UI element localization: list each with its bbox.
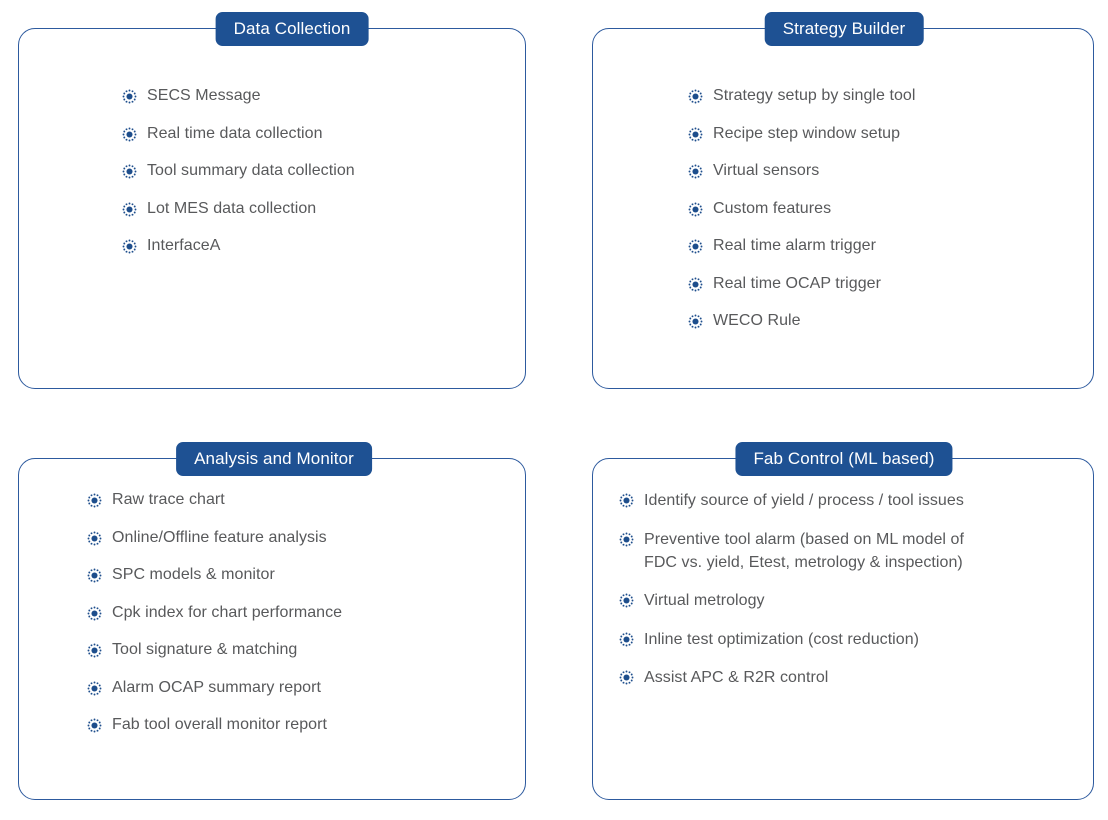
list-item-label: Alarm OCAP summary report [112, 678, 321, 696]
list-item-label: Custom features [713, 199, 832, 217]
list-item: SPC models & monitor [87, 564, 511, 586]
panel-title-analysis-and-monitor: Analysis and Monitor [176, 442, 372, 476]
list-item-label: WECO Rule [713, 312, 801, 329]
list-item-label: Recipe step window setup [713, 124, 901, 142]
list-item-label: Tool summary data collection [147, 162, 355, 179]
list-item: Assist APC & R2R control [619, 666, 1081, 689]
panel-strategy-builder: Strategy Builder Strategy setup by singl… [592, 12, 1094, 389]
list-item: Custom features [688, 198, 1079, 220]
list-item-label: Tool signature & matching [112, 641, 298, 658]
list-item: Online/Offline feature analysis [87, 527, 511, 549]
radiating-dot-bullet-icon [619, 532, 634, 547]
radiating-dot-bullet-icon [619, 670, 634, 685]
list-item-label: Strategy setup by single tool [713, 87, 916, 104]
panel-title-data-collection: Data Collection [215, 12, 369, 46]
list-item: Cpk index for chart performance [87, 602, 511, 624]
list-item: Real time OCAP trigger [688, 273, 1079, 295]
list-item: WECO Rule [688, 310, 1079, 332]
radiating-dot-bullet-icon [619, 593, 634, 608]
radiating-dot-bullet-icon [87, 681, 102, 696]
panel-title-fab-control: Fab Control (ML based) [735, 442, 953, 476]
list-item: Real time data collection [122, 123, 511, 145]
list-item-label: Online/Offline feature analysis [112, 528, 327, 546]
list-item-label: Raw trace chart [112, 491, 225, 508]
radiating-dot-bullet-icon [122, 239, 137, 254]
list-item: Strategy setup by single tool [688, 85, 1079, 107]
list-item: Inline test optimization (cost reduction… [619, 628, 1081, 651]
radiating-dot-bullet-icon [87, 568, 102, 583]
list-item: Virtual sensors [688, 160, 1079, 182]
radiating-dot-bullet-icon [688, 202, 703, 217]
list-item-label: Real time data collection [147, 124, 323, 142]
radiating-dot-bullet-icon [688, 239, 703, 254]
list-item: Fab tool overall monitor report [87, 714, 511, 736]
radiating-dot-bullet-icon [122, 127, 137, 142]
list-item-label: Preventive tool alarm (based on ML model… [644, 530, 964, 571]
panel-fab-control: Fab Control (ML based) Identify source o… [592, 442, 1094, 800]
list-item-label: Fab tool overall monitor report [112, 716, 327, 733]
list-item-label: Real time alarm trigger [713, 237, 876, 254]
list-item: Tool summary data collection [122, 160, 511, 182]
list-item-label: InterfaceA [147, 237, 221, 254]
radiating-dot-bullet-icon [619, 632, 634, 647]
list-item: InterfaceA [122, 235, 511, 257]
radiating-dot-bullet-icon [87, 531, 102, 546]
list-item: Preventive tool alarm (based on ML model… [619, 528, 1081, 574]
list-item: Alarm OCAP summary report [87, 677, 511, 699]
radiating-dot-bullet-icon [122, 89, 137, 104]
list-item: SECS Message [122, 85, 511, 107]
radiating-dot-bullet-icon [688, 89, 703, 104]
list-item: Lot MES data collection [122, 198, 511, 220]
panel-title-strategy-builder: Strategy Builder [764, 12, 924, 46]
list-item: Recipe step window setup [688, 123, 1079, 145]
radiating-dot-bullet-icon [688, 127, 703, 142]
list-item-label: SECS Message [147, 87, 261, 104]
radiating-dot-bullet-icon [87, 606, 102, 621]
radiating-dot-bullet-icon [688, 164, 703, 179]
radiating-dot-bullet-icon [122, 164, 137, 179]
radiating-dot-bullet-icon [688, 277, 703, 292]
list-item-label: Lot MES data collection [147, 199, 317, 217]
list-item: Real time alarm trigger [688, 235, 1079, 257]
list-item: Tool signature & matching [87, 639, 511, 661]
list-item-label: SPC models & monitor [112, 566, 275, 583]
list-item: Virtual metrology [619, 589, 1081, 612]
list-item-label: Assist APC & R2R control [644, 669, 829, 686]
list-item: Raw trace chart [87, 489, 511, 511]
list-item-label: Virtual sensors [713, 162, 820, 179]
list-item-label: Virtual metrology [644, 592, 765, 609]
feature-list-fab-control: Identify source of yield / process / too… [619, 489, 1081, 689]
list-item: Identify source of yield / process / too… [619, 489, 1081, 512]
radiating-dot-bullet-icon [87, 643, 102, 658]
radiating-dot-bullet-icon [619, 493, 634, 508]
list-item-label: Inline test optimization (cost reduction… [644, 630, 920, 648]
radiating-dot-bullet-icon [688, 314, 703, 329]
list-item-label: Real time OCAP trigger [713, 274, 881, 292]
radiating-dot-bullet-icon [87, 718, 102, 733]
radiating-dot-bullet-icon [122, 202, 137, 217]
list-item-label: Identify source of yield / process / too… [644, 492, 964, 509]
radiating-dot-bullet-icon [87, 493, 102, 508]
list-item-label: Cpk index for chart performance [112, 603, 343, 621]
